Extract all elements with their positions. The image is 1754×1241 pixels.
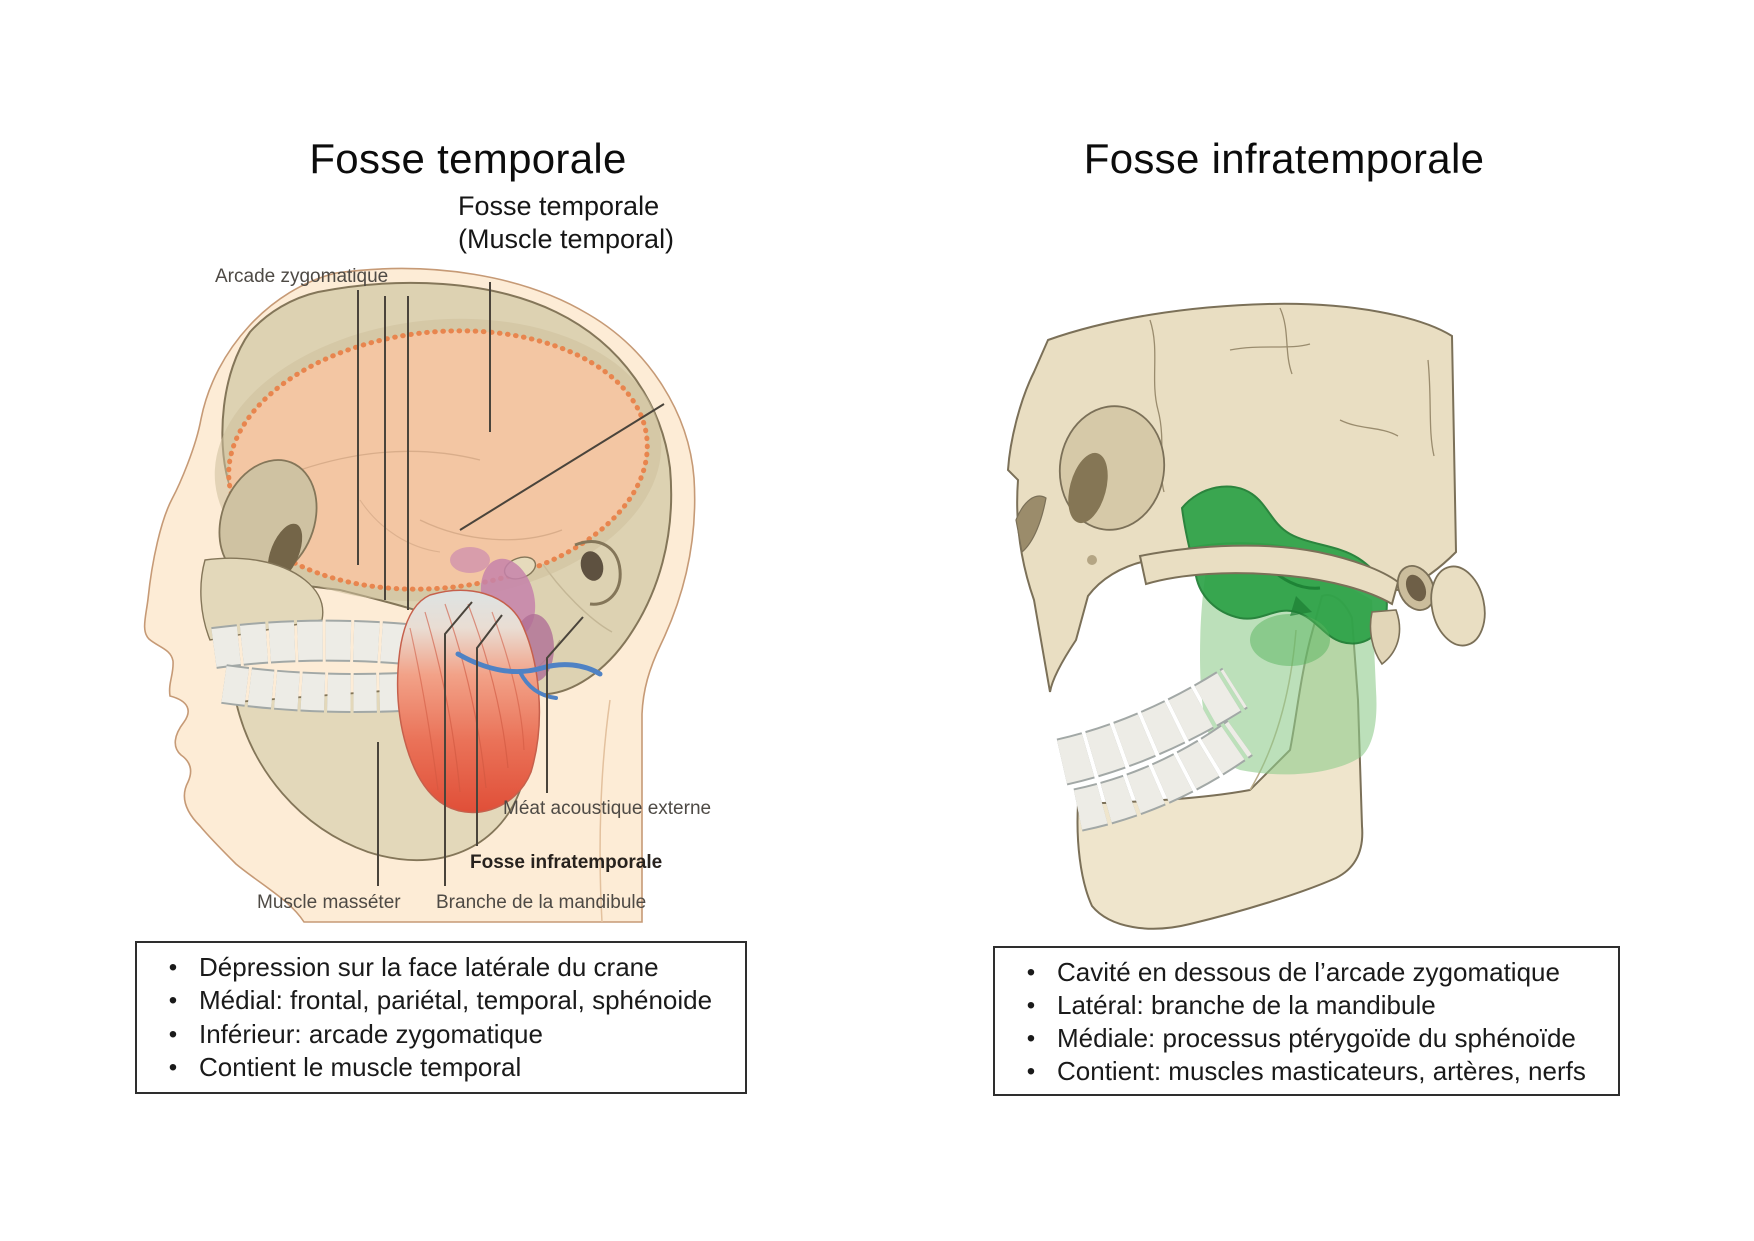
infratemporal-fossa-infobox: • Cavité en dessous de l’arcade zygomatiq…	[993, 946, 1620, 1096]
fosse-temporale-callout: Fosse temporale (Muscle temporal)	[458, 190, 674, 256]
temporal-fossa-infobox: • Dépression sur la face latérale du cran…	[135, 941, 747, 1094]
bullet-text: Contient le muscle temporal	[199, 1051, 522, 1082]
temporal-fossa-highlight	[214, 318, 662, 602]
infratemporal-fossa-illustration	[1006, 302, 1486, 930]
ear-region	[1369, 565, 1486, 666]
bullet-marker: •	[168, 987, 178, 1015]
zygomatic-arch	[1138, 544, 1400, 606]
label-fosse-infratemporale: Fosse infratemporale	[470, 852, 663, 873]
bullet-text: Latéral: branche de la mandibule	[1057, 990, 1436, 1020]
blood-vessel	[455, 651, 603, 700]
temporal-fossa-bullet-list: • Dépression sur la face latérale du cran…	[147, 951, 735, 1084]
bullet-item: • Inférieur: arcade zygomatique	[147, 1018, 735, 1051]
masseter-muscle	[396, 589, 541, 814]
mastoid-process	[1369, 609, 1401, 666]
bullet-marker: •	[1026, 992, 1036, 1019]
infratemporal-fossa-highlight	[1180, 485, 1388, 775]
bullet-item: • Cavité en dessous de l’arcade zygomatiq…	[1005, 956, 1608, 989]
bullet-text: Contient: muscles masticateurs, artères,…	[1057, 1056, 1586, 1086]
bullet-marker: •	[1026, 1025, 1036, 1052]
ear-canal	[574, 540, 622, 606]
callout-line1: Fosse temporale	[458, 191, 660, 221]
bullet-item: • Médiale: processus ptérygoïde du sphéno…	[1005, 1022, 1608, 1055]
bullet-item: • Dépression sur la face latérale du cran…	[147, 951, 735, 984]
infratemporal-fossa-bullet-list: • Cavité en dessous de l’arcade zygomatiq…	[1005, 956, 1608, 1086]
bullet-marker: •	[168, 1020, 178, 1048]
bullet-marker: •	[168, 954, 178, 982]
left-title: Fosse temporale	[309, 135, 627, 182]
bullet-text: Médial: frontal, pariétal, temporal, sph…	[199, 985, 713, 1016]
label-arcade-zygomatique: Arcade zygomatique	[215, 266, 389, 287]
label-muscle-masseter: Muscle masséter	[257, 892, 401, 913]
bullet-item: • Contient le muscle temporal	[147, 1051, 735, 1084]
bullet-text: Dépression sur la face latérale du crane	[199, 952, 659, 983]
bullet-marker: •	[1026, 1058, 1036, 1085]
callout-line2: (Muscle temporal)	[458, 224, 675, 254]
bullet-item: • Contient: muscles masticateurs, artères…	[1005, 1055, 1608, 1088]
leader-lines	[357, 282, 665, 886]
nasal-aperture	[1015, 495, 1047, 554]
bullet-text: Cavité en dessous de l’arcade zygomatiqu…	[1057, 957, 1560, 987]
bullet-item: • Latéral: branche de la mandibule	[1005, 989, 1608, 1022]
bullet-text: Inférieur: arcade zygomatique	[199, 1018, 543, 1049]
temporal-fossa-illustration	[143, 267, 696, 923]
bullet-text: Médiale: processus ptérygoïde du sphénoï…	[1057, 1023, 1576, 1053]
bullet-marker: •	[1026, 959, 1036, 986]
teeth-rows	[1056, 667, 1253, 832]
label-meat-acoustique-externe: Méat acoustique externe	[503, 798, 712, 819]
bullet-item: • Médial: frontal, pariétal, temporal, sp…	[147, 984, 735, 1017]
label-branche-mandibule: Branche de la mandibule	[436, 892, 647, 913]
bullet-marker: •	[168, 1053, 178, 1081]
right-title: Fosse infratemporale	[1083, 135, 1485, 182]
